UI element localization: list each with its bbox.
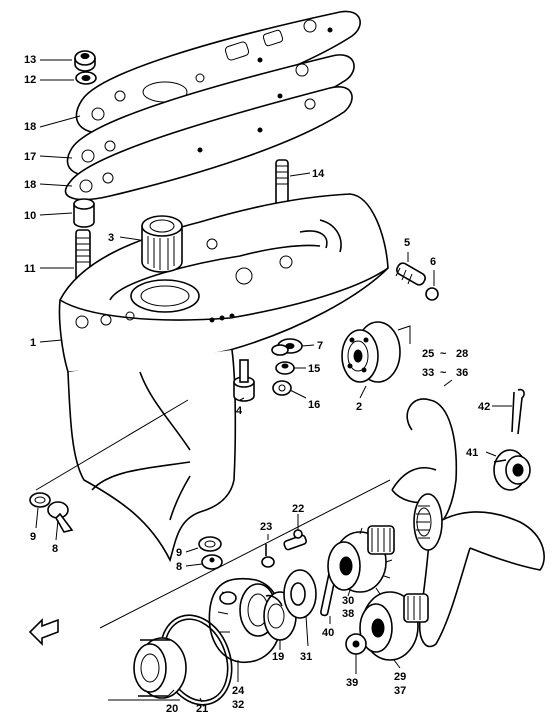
pin-5 [395,262,426,286]
bushing-10 [73,198,95,228]
callout-23: 23 [260,521,272,533]
screw-23 [261,544,275,568]
callout-42: 42 [478,401,490,413]
gear-30 [327,525,395,595]
callout-22: 22 [292,503,304,515]
callout-range-25-28-end: 28 [456,348,468,360]
callout-2: 2 [356,401,362,413]
callout-16: 16 [308,399,320,411]
callout-1: 1 [30,337,36,349]
callout-13: 13 [24,54,36,66]
callout-7: 7 [317,340,323,352]
callout-range-33-36-start: 33 [422,367,434,379]
pinion-bearing-3 [141,215,183,273]
callout-4: 4 [236,405,243,417]
propeller [391,398,545,648]
gear-29 [359,591,429,661]
washer-39 [345,633,367,655]
callout-31: 31 [300,651,312,663]
plug-4 [233,359,255,402]
callout-3: 3 [108,232,114,244]
gear-case-housing [58,193,389,563]
callout-41: 41 [466,447,478,459]
ball-bearing-2 [341,321,401,383]
callout-range-33-36-end: 36 [456,367,468,379]
gasket-plate-18 [64,86,353,201]
callout-6: 6 [430,256,436,268]
callout-15: 15 [308,363,320,375]
callout-14: 14 [312,168,325,180]
callout-20: 20 [166,703,178,715]
callout-9-left: 9 [30,531,36,543]
screw-8-mid [201,554,223,570]
callout-labels: 13 12 18 17 18 10 11 1 3 14 5 6 7 15 16 … [24,54,490,715]
callout-30: 30 [342,595,354,607]
callout-12: 12 [24,74,36,86]
callout-range-33-36-tilde: ~ [440,367,447,379]
washer-9-left [29,492,51,508]
clip-7 [271,338,303,356]
cotter-pin-42 [511,388,525,435]
callout-9-mid: 9 [176,547,182,559]
callout-40: 40 [322,627,334,639]
callout-29: 29 [394,671,406,683]
callout-24: 24 [232,685,245,697]
nut-13 [74,50,96,72]
callout-range-25-28-tilde: ~ [440,348,447,360]
leader-lines [35,59,512,703]
arrow-icon [28,618,59,646]
callout-32: 32 [232,699,244,711]
callout-16-top: 18 [24,121,36,133]
callout-8-left: 8 [52,543,58,555]
callout-19: 19 [272,651,284,663]
bearing-20 [133,637,187,699]
callout-39: 39 [346,677,358,689]
callout-38: 38 [342,608,354,620]
callout-8-mid: 8 [176,561,182,573]
callout-10: 10 [24,210,36,222]
thrust-washer-31 [283,569,317,619]
washer-9-mid [198,536,222,552]
callout-11: 11 [24,263,36,275]
washer-6 [425,287,439,301]
callout-21: 21 [196,703,208,715]
screw-8-left [47,501,74,533]
cap-15 [275,361,295,375]
callout-17: 17 [24,151,36,163]
callout-37: 37 [394,685,406,697]
callout-range-25-28-start: 25 [422,348,434,360]
callout-18: 18 [24,179,36,191]
propeller-nut-41 [493,449,531,491]
assembly-guide-lines [35,325,411,701]
washer-12 [75,71,97,85]
callout-5: 5 [404,237,410,249]
nut-16 [272,380,292,396]
